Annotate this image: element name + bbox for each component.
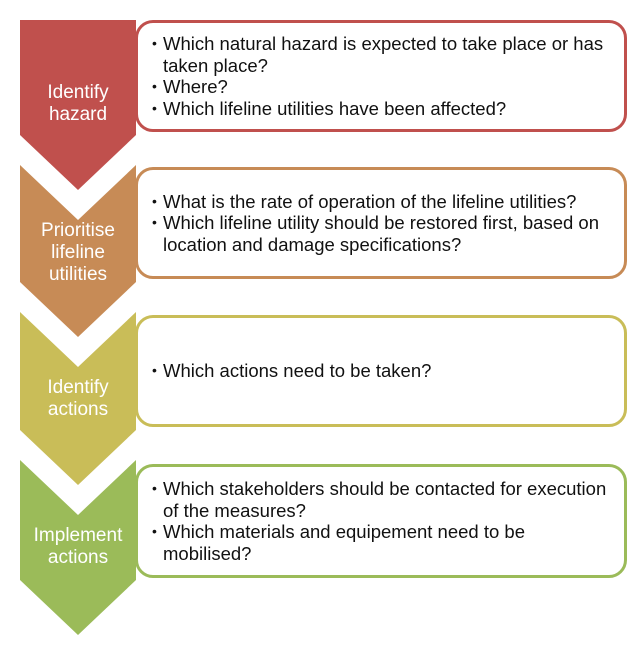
question-item: Where?	[152, 76, 614, 98]
step-4-label: Implement actions	[33, 525, 123, 568]
step-1-label: Identify hazard	[47, 82, 109, 125]
question-item: Which materials and equipement need to b…	[152, 521, 614, 564]
step-3-questions: Which actions need to be taken?	[152, 360, 614, 382]
question-item: Which lifeline utilities have been affec…	[152, 98, 614, 120]
step-2-box: What is the rate of operation of the lif…	[135, 167, 627, 279]
question-item: Which natural hazard is expected to take…	[152, 33, 614, 76]
step-2-label: Prioritise lifeline utilities	[41, 220, 115, 285]
step-3-label: Identify actions	[47, 377, 109, 420]
step-2-chevron	[20, 165, 136, 337]
step-4-questions: Which stakeholders should be contacted f…	[152, 478, 614, 564]
step-3-chevron	[20, 312, 136, 485]
step-4-box: Which stakeholders should be contacted f…	[135, 464, 627, 578]
question-item: Which lifeline utility should be restore…	[152, 212, 614, 255]
question-item: Which stakeholders should be contacted f…	[152, 478, 614, 521]
step-4-chevron	[20, 460, 136, 635]
step-1-questions: Which natural hazard is expected to take…	[152, 33, 614, 119]
step-3-box: Which actions need to be taken?	[135, 315, 627, 427]
question-item: Which actions need to be taken?	[152, 360, 614, 382]
step-1-box: Which natural hazard is expected to take…	[135, 20, 627, 132]
question-item: What is the rate of operation of the lif…	[152, 191, 614, 213]
step-2-questions: What is the rate of operation of the lif…	[152, 191, 614, 256]
step-1-chevron	[20, 20, 136, 190]
